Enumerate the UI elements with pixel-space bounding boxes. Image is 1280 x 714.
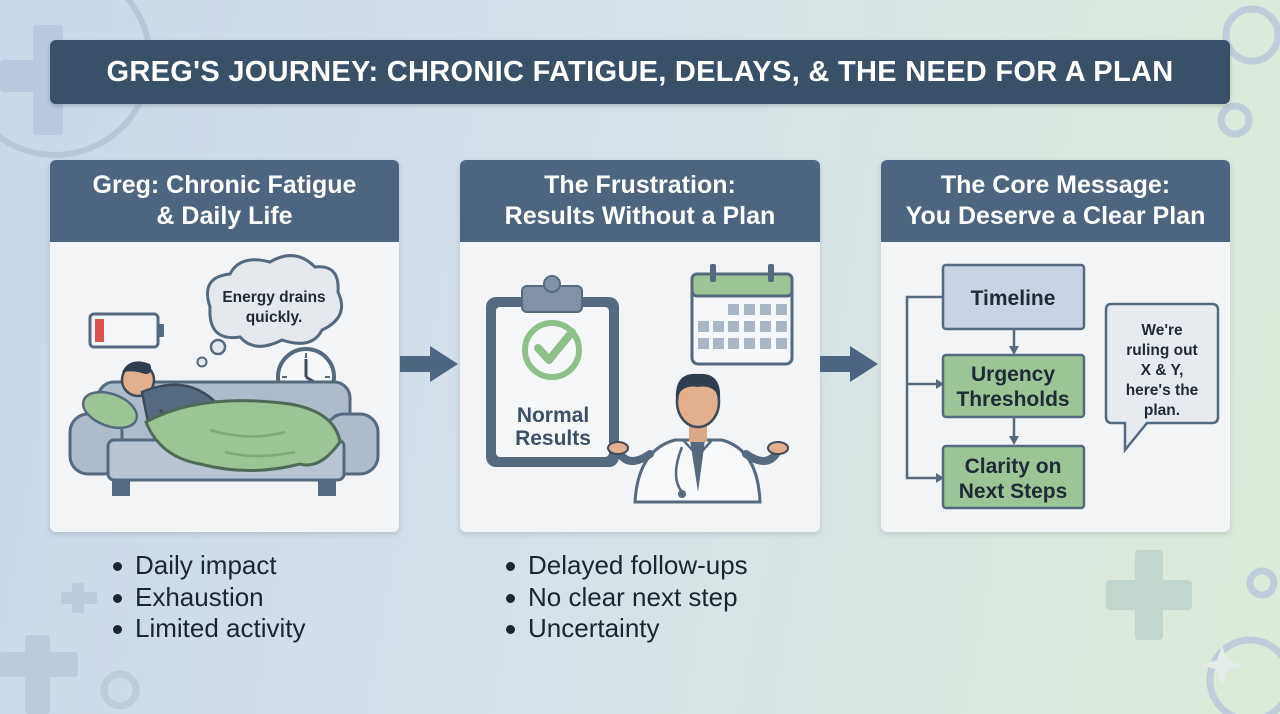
sparkle-icon bbox=[1202, 645, 1242, 685]
thought-bubble: Energy drains quickly. bbox=[196, 254, 343, 368]
bullet-item: Limited activity bbox=[113, 613, 306, 645]
clarity-label: Next Steps bbox=[959, 480, 1068, 503]
bullet-item: Exhaustion bbox=[113, 582, 306, 614]
flow-arrow-icon bbox=[400, 346, 458, 382]
panel-header-line: Greg: Chronic Fatigue bbox=[92, 171, 357, 199]
timeline-box bbox=[941, 263, 1086, 331]
page-title: GREG'S JOURNEY: CHRONIC FATIGUE, DELAYS,… bbox=[106, 55, 1174, 88]
bullet-list-fatigue: Daily impact Exhaustion Limited activity bbox=[113, 550, 306, 645]
calendar-icon bbox=[690, 264, 794, 366]
bullet-item: Daily impact bbox=[113, 550, 306, 582]
speech-text: ruling out bbox=[1126, 342, 1197, 359]
panel-header-line: The Core Message: bbox=[940, 171, 1171, 199]
speech-text: X & Y, bbox=[1141, 362, 1184, 379]
bullet-list-frustration: Delayed follow-ups No clear next step Un… bbox=[506, 550, 748, 645]
fatigue-illustration: Energy drains quickly. bbox=[68, 254, 380, 496]
urgency-label: Urgency bbox=[971, 363, 1055, 386]
panel-header-line: Results Without a Plan bbox=[504, 202, 776, 230]
medical-cross-icon bbox=[1106, 550, 1192, 640]
panel-header: The Frustration: Results Without a Plan bbox=[460, 160, 820, 242]
clarity-label: Clarity on bbox=[965, 455, 1062, 478]
speech-text: plan. bbox=[1144, 402, 1180, 419]
thought-text: quickly. bbox=[246, 309, 303, 326]
panel-header: Greg: Chronic Fatigue & Daily Life bbox=[50, 160, 399, 242]
frustration-illustration: Normal Results bbox=[486, 264, 794, 504]
clipboard-text: Results bbox=[515, 427, 591, 450]
flow-arrow-icon bbox=[820, 346, 878, 382]
panel-header-line: You Deserve a Clear Plan bbox=[905, 202, 1206, 230]
bullet-item: Delayed follow-ups bbox=[506, 550, 748, 582]
panel-header: The Core Message: You Deserve a Clear Pl… bbox=[881, 160, 1230, 242]
panel-header-line: & Daily Life bbox=[156, 202, 293, 230]
medical-cross-icon bbox=[0, 583, 97, 714]
panel-frustration: The Frustration: Results Without a Plan … bbox=[460, 160, 820, 532]
urgency-box bbox=[941, 353, 1086, 419]
title-banner: GREG'S JOURNEY: CHRONIC FATIGUE, DELAYS,… bbox=[50, 40, 1230, 104]
plan-flowchart: Timeline Urgency Thresholds Clarity on N… bbox=[905, 263, 1220, 510]
speech-text: here's the bbox=[1126, 382, 1199, 399]
speech-text: We're bbox=[1141, 322, 1183, 339]
thought-text: Energy drains bbox=[222, 289, 325, 306]
panel-chronic-fatigue: Greg: Chronic Fatigue & Daily Life Energ… bbox=[50, 160, 399, 532]
clipboard-text: Normal bbox=[517, 404, 589, 427]
doctor-shrugging bbox=[607, 373, 789, 504]
urgency-label: Thresholds bbox=[956, 388, 1069, 411]
bullet-item: Uncertainty bbox=[506, 613, 748, 645]
panel-core-message: The Core Message: You Deserve a Clear Pl… bbox=[881, 160, 1230, 532]
timeline-label: Timeline bbox=[971, 287, 1056, 310]
panel-header-line: The Frustration: bbox=[544, 171, 736, 199]
clarity-box bbox=[941, 444, 1086, 510]
low-battery-icon bbox=[88, 312, 164, 349]
flow-arrowheads bbox=[936, 346, 1019, 483]
resting-person bbox=[81, 361, 342, 472]
speech-bubble: We're ruling out X & Y, here's the plan. bbox=[1104, 302, 1220, 454]
bullet-item: No clear next step bbox=[506, 582, 748, 614]
gear-icon bbox=[100, 5, 1280, 714]
checkmark-icon bbox=[522, 320, 582, 380]
